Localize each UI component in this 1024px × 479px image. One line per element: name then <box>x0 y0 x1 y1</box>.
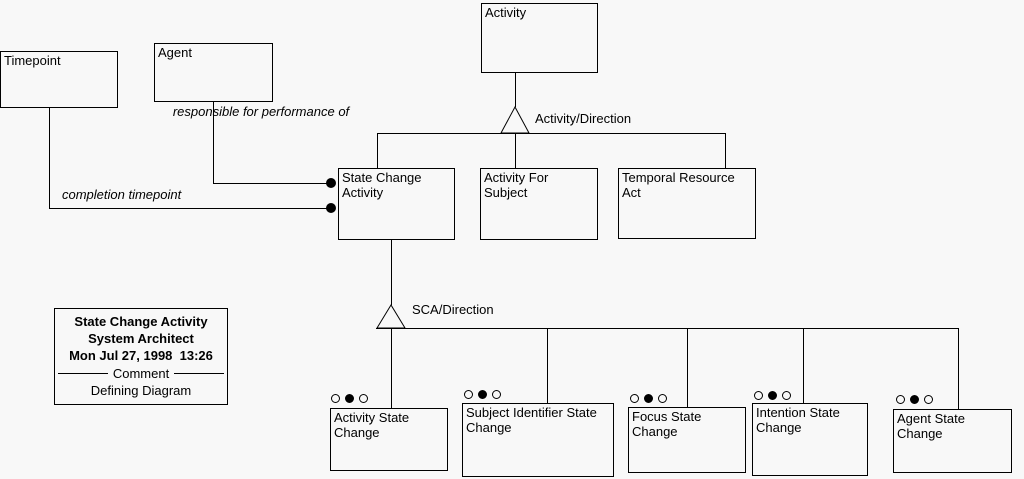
entity-box-agent[interactable]: Agent <box>154 43 273 102</box>
entity-label: Timepoint <box>4 53 61 68</box>
entity-box-intention-state-change[interactable]: Intention State Change <box>752 403 868 476</box>
subtype-indicator-dots <box>630 394 667 403</box>
diagram-timestamp: Mon Jul 27, 1998 13:26 <box>69 348 213 363</box>
entity-label: Temporal Resource Act <box>622 170 735 200</box>
responsible-for-line <box>213 183 327 184</box>
sca-hierarchy-stem <box>391 240 392 305</box>
agent-connector-line <box>213 102 214 183</box>
entity-box-focus-state-change[interactable]: Focus State Change <box>628 407 746 473</box>
subtype-indicator-dots <box>896 395 933 404</box>
entity-box-timepoint[interactable]: Timepoint <box>0 51 118 108</box>
open-dot-icon <box>492 390 501 399</box>
entity-box-agent-state-change[interactable]: Agent State Change <box>893 409 1012 473</box>
completion-timepoint-line <box>49 208 327 209</box>
subtype-indicator-dots <box>464 390 501 399</box>
branch-line <box>687 329 688 407</box>
entity-box-subject-identifier-state-change[interactable]: Subject Identifier State Change <box>462 403 614 477</box>
comment-section-label: Comment <box>112 366 170 381</box>
open-dot-icon <box>782 391 791 400</box>
timepoint-connector-line <box>49 108 50 208</box>
branch-line <box>547 329 548 403</box>
filled-dot-icon <box>478 390 487 399</box>
hierarchy-label-activity-direction: Activity/Direction <box>535 111 632 126</box>
branch-line <box>391 329 392 408</box>
entity-label: Agent <box>158 45 192 60</box>
divider-rule <box>58 373 108 374</box>
branch-line <box>377 134 378 168</box>
open-dot-icon <box>331 394 340 403</box>
comment-text: Defining Diagram <box>90 383 192 398</box>
branch-line <box>803 329 804 403</box>
filled-dot-icon <box>768 391 777 400</box>
relationship-label-completion-timepoint: completion timepoint <box>62 187 182 202</box>
branch-line <box>725 134 726 168</box>
sca-hierarchy-bar <box>376 328 959 329</box>
diagram-title: State Change Activity <box>74 314 208 329</box>
branch-line <box>515 134 516 168</box>
activity-hierarchy-bar <box>377 133 726 134</box>
entity-box-activity-for-subject[interactable]: Activity For Subject <box>480 168 598 240</box>
entity-label: State Change Activity <box>342 170 422 200</box>
connector-endpoint-dot <box>326 178 336 188</box>
entity-label: Agent State Change <box>897 411 965 441</box>
entity-label: Intention State Change <box>756 405 840 435</box>
open-dot-icon <box>896 395 905 404</box>
entity-box-activity[interactable]: Activity <box>481 3 598 73</box>
diagram-info-box: State Change Activity System Architect M… <box>54 308 228 405</box>
entity-label: Subject Identifier State Change <box>466 405 597 435</box>
activity-hierarchy-stem <box>515 73 516 107</box>
branch-line <box>958 329 959 409</box>
open-dot-icon <box>754 391 763 400</box>
entity-box-activity-state-change[interactable]: Activity State Change <box>330 408 448 471</box>
comment-divider: Comment <box>58 365 225 382</box>
filled-dot-icon <box>345 394 354 403</box>
entity-label: Activity State Change <box>334 410 410 440</box>
open-dot-icon <box>630 394 639 403</box>
entity-box-state-change-activity[interactable]: State Change Activity <box>338 168 455 240</box>
open-dot-icon <box>464 390 473 399</box>
filled-dot-icon <box>910 395 919 404</box>
divider-rule <box>174 373 225 374</box>
open-dot-icon <box>924 395 933 404</box>
subtype-indicator-dots <box>754 391 791 400</box>
tool-name: System Architect <box>88 331 194 346</box>
entity-label: Focus State Change <box>632 409 702 439</box>
subtype-indicator-dots <box>331 394 368 403</box>
open-dot-icon <box>359 394 368 403</box>
filled-dot-icon <box>644 394 653 403</box>
open-dot-icon <box>658 394 667 403</box>
hierarchy-triangle-icon <box>500 106 530 134</box>
entity-label: Activity <box>485 5 527 20</box>
connector-endpoint-dot <box>326 203 336 213</box>
relationship-label-responsible-for: responsible for performance of <box>172 104 350 119</box>
hierarchy-label-sca-direction: SCA/Direction <box>412 302 494 317</box>
entity-label: Activity For Subject <box>484 170 549 200</box>
entity-box-temporal-resource-act[interactable]: Temporal Resource Act <box>618 168 756 239</box>
hierarchy-triangle-icon <box>376 304 406 329</box>
